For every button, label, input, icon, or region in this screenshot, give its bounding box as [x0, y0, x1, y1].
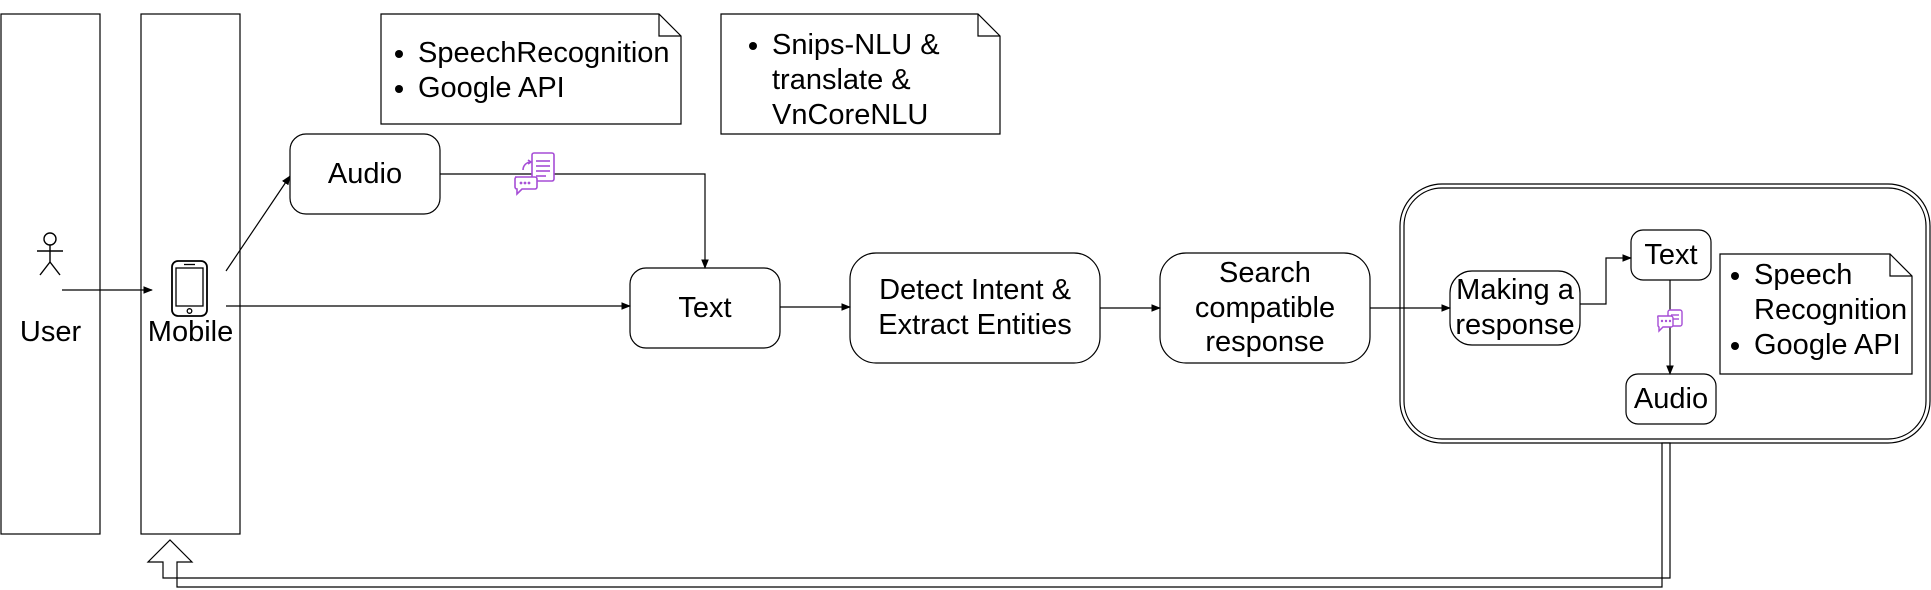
nlu-note-line: VnCoreNLU — [772, 98, 929, 131]
text-response-box — [1630, 229, 1712, 281]
tts-note-shape — [1719, 253, 1913, 375]
tts-note-fold — [1889, 254, 1912, 277]
tts-note-line: Speech — [1754, 259, 1853, 291]
stt-note-item: SpeechRecognition — [418, 36, 678, 71]
audio-to-text-connector — [440, 173, 709, 269]
tts-note-line: Recognition — [1754, 293, 1908, 326]
return-to-mobile-arrow — [146, 442, 1671, 588]
stt-note: SpeechRecognition Google API — [386, 36, 678, 106]
detect-intent-box — [849, 252, 1101, 364]
audio-output-box — [1625, 373, 1717, 425]
mobile-phone-icon — [171, 260, 208, 317]
tts-note-item: Speech Recognition — [1754, 258, 1931, 328]
user-lane — [0, 13, 101, 535]
mobile-lane — [140, 13, 241, 535]
search-response-box — [1159, 252, 1371, 364]
nlu-note-fold — [977, 14, 1000, 37]
text-to-speech-icon — [1657, 309, 1683, 333]
text-main-box — [629, 267, 781, 349]
nlu-note-item: Snips-NLU & translate & VnCoreNLU — [772, 28, 995, 132]
stt-note-item: Google API — [418, 71, 678, 106]
nlu-note-line: translate & — [772, 63, 911, 96]
mobile-to-audio-arrow — [225, 175, 291, 272]
nlu-note-line: Snips-NLU & — [772, 29, 940, 61]
nlu-note-shape — [720, 13, 1001, 135]
tts-note-item: Google API — [1754, 328, 1931, 363]
nlu-note: Snips-NLU & translate & VnCoreNLU — [740, 28, 995, 132]
stt-note-fold — [658, 14, 681, 37]
speech-to-text-icon — [514, 152, 555, 196]
response-group-inner-border — [1403, 187, 1927, 440]
tts-note: Speech Recognition Google API — [1722, 258, 1931, 362]
audio-input-box — [289, 133, 441, 215]
making-response-box — [1449, 270, 1581, 346]
user-actor-icon — [37, 232, 63, 276]
making-to-text-connector — [1580, 254, 1632, 305]
stt-note-shape — [380, 13, 682, 125]
